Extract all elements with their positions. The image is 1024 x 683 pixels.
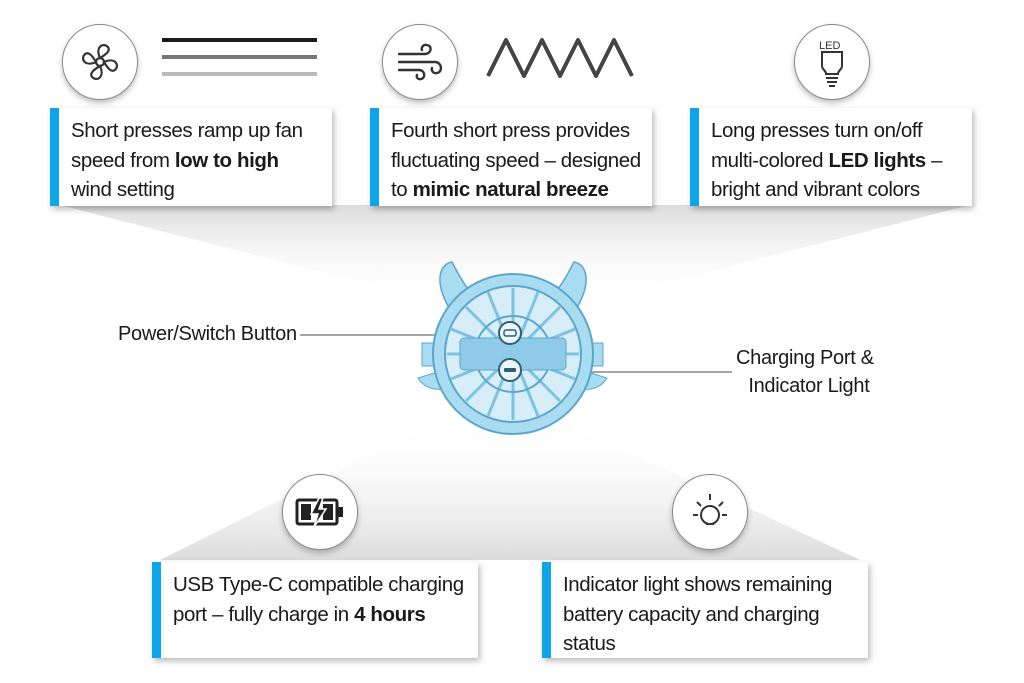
fan-icon xyxy=(81,43,119,81)
feature-card-fan-speed: Short presses ramp up fan speed from low… xyxy=(50,108,332,206)
feature-text-after: wind setting xyxy=(71,178,175,201)
feature-card-led: Long presses turn on/off multi-colored L… xyxy=(690,108,972,206)
feature-text: Indicator light shows remaining battery … xyxy=(563,573,833,655)
charging-port-label: Charging Port & Indicator Light xyxy=(736,344,874,400)
battery-charging-icon xyxy=(295,497,343,528)
speed-lines xyxy=(162,38,317,76)
battery-charging-icon-badge xyxy=(282,474,358,550)
fan-icon-badge xyxy=(62,24,138,100)
feature-bold: LED lights xyxy=(828,148,926,172)
power-button-label: Power/Switch Button xyxy=(118,323,297,345)
fan-product-image xyxy=(417,261,608,435)
led-text: LED xyxy=(819,40,840,52)
feature-text-after: – bright and vibrant colors xyxy=(711,148,943,202)
feature-card-breeze: Fourth short press provides fluctuating … xyxy=(370,108,652,206)
charging-port-label-line1: Charging Port & xyxy=(736,347,874,369)
feature-bold: 4 hours xyxy=(354,602,426,626)
feature-text: Fourth short press provides fluctuating … xyxy=(391,119,641,201)
feature-card-usb-c: USB Type-C compatible charging port – fu… xyxy=(152,562,478,658)
feature-text: Short presses ramp up fan speed from xyxy=(71,119,303,172)
feature-bold: mimic natural breeze xyxy=(412,178,609,201)
wind-icon-badge xyxy=(382,24,458,100)
feature-bold: low to high xyxy=(174,148,279,172)
feature-text: USB Type-C compatible charging port – fu… xyxy=(173,573,464,626)
charging-port-label-line2: Indicator Light xyxy=(748,375,870,397)
led-bulb-icon: LED xyxy=(819,40,843,87)
feature-card-indicator: Indicator light shows remaining battery … xyxy=(542,562,868,658)
led-bulb-icon-badge: LED xyxy=(794,24,870,100)
light-indicator-icon xyxy=(693,494,727,525)
feature-text: Long presses turn on/off multi-colored xyxy=(711,119,923,172)
light-indicator-icon-badge xyxy=(672,474,748,550)
wave-line xyxy=(486,38,634,78)
wind-icon xyxy=(397,43,443,81)
